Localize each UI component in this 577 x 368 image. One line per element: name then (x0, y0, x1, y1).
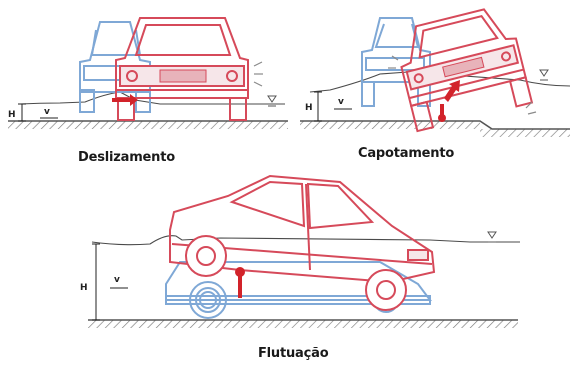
car-moving-position (115, 17, 249, 121)
ground-capotamento (300, 120, 570, 137)
impact-mark-icon (253, 61, 263, 87)
water-level-icon (267, 95, 277, 107)
car-initial-wheel (189, 281, 227, 319)
depth-label: H (305, 103, 313, 113)
water-surface-capotamento (309, 71, 571, 93)
panel-flutuacao: H v (80, 174, 520, 328)
caption-flutuacao: Flutuação (258, 346, 329, 361)
impact-mark-icon (388, 55, 537, 115)
car-floating (169, 174, 436, 311)
depth-dimension-deslizamento (18, 103, 26, 122)
force-arrow-icon (112, 94, 138, 106)
water-surface-flutuacao (91, 235, 520, 246)
car-initial-position (361, 17, 431, 107)
caption-capotamento: Capotamento (358, 146, 455, 161)
depth-dimension-capotamento (314, 91, 322, 122)
depth-label: H (8, 110, 16, 120)
water-level-icon (487, 231, 497, 243)
velocity-label: v (114, 275, 120, 285)
car-tipping-over (400, 8, 534, 133)
velocity-label: v (338, 97, 344, 107)
force-arrow-icon (438, 80, 460, 122)
panel-deslizamento: H v (8, 17, 288, 129)
velocity-label: v (44, 107, 50, 117)
depth-label: H (80, 283, 88, 293)
force-arrow-icon (235, 267, 245, 298)
ground-deslizamento (8, 120, 288, 129)
caption-deslizamento: Deslizamento (78, 150, 175, 165)
water-level-icon (539, 69, 549, 81)
depth-dimension-flutuacao (92, 243, 100, 321)
ground-flutuacao (88, 319, 518, 328)
panel-capotamento: H v (300, 8, 571, 137)
